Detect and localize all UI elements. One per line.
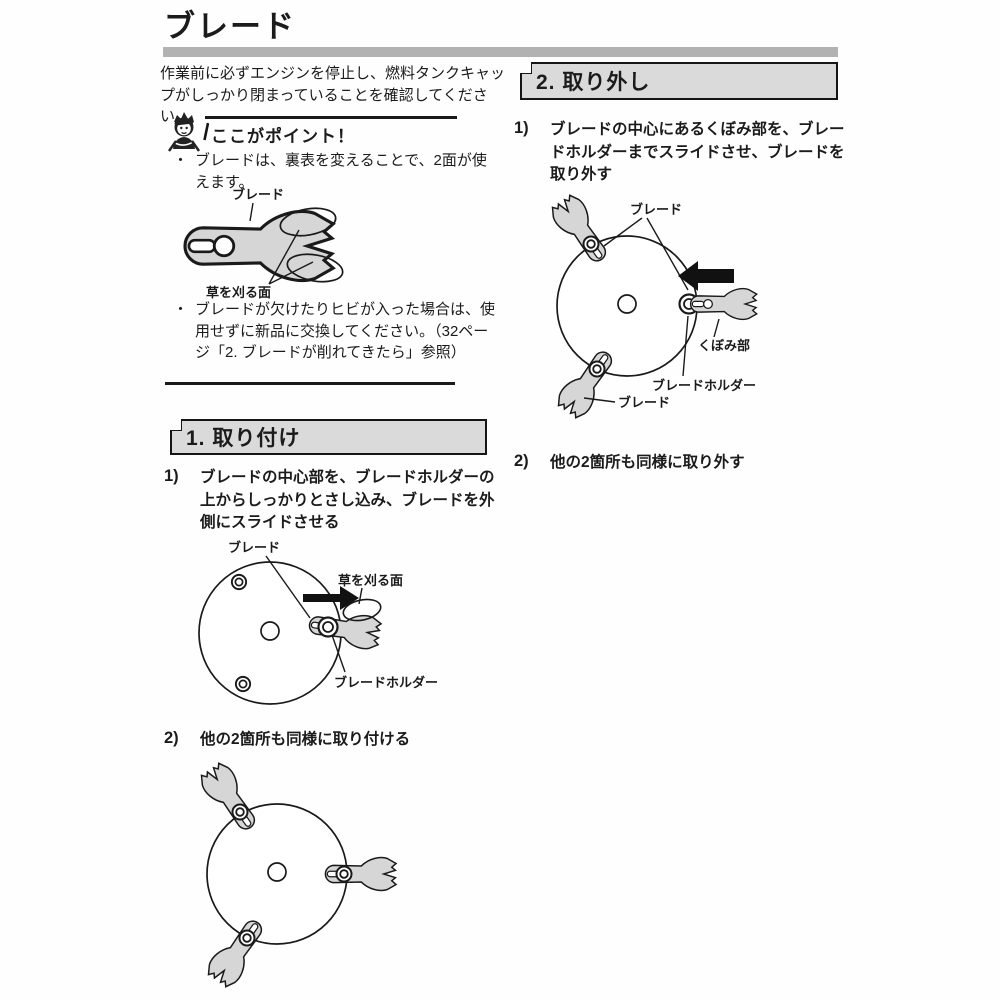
cutting-edge-circle <box>286 253 344 283</box>
bolt-hole <box>582 235 600 253</box>
point-heading: ここがポイント！ <box>211 127 355 146</box>
title-underline-bar <box>163 47 838 57</box>
bolt-hole <box>234 675 252 693</box>
bolt-hole <box>238 929 256 947</box>
leader-line <box>603 217 643 247</box>
point-box-bottom-rule <box>165 382 455 385</box>
section-2-heading: 2. 取り外し <box>522 64 836 98</box>
step-row: 2) 他の2箇所も同様に取り付ける <box>164 729 504 752</box>
bullet-glyph: ・ <box>173 152 189 169</box>
bolt-hole <box>231 803 249 821</box>
leader-line <box>249 202 254 222</box>
step-text: 他の2箇所も同様に取り外す <box>550 454 745 471</box>
assembly-diagram <box>195 759 397 991</box>
blade-part <box>183 209 335 283</box>
bolt-hole <box>588 360 606 378</box>
bullet-text: ブレードは、裏表を変えることで、2面が使えます。 <box>195 152 487 191</box>
section-1-header: 1. 取り付け <box>170 419 487 455</box>
step-number: 2) <box>164 729 179 747</box>
point-box-top-rule <box>205 116 457 119</box>
holder-label: ブレードホルダー <box>652 378 756 393</box>
step-row: 1) ブレードの中心部を、ブレードホルダーの上からしっかりとさし込み、ブレードを… <box>164 467 504 535</box>
leader-line <box>331 634 346 673</box>
section-2-header: 2. 取り外し <box>520 62 838 100</box>
leader-line <box>268 261 314 285</box>
cutting-surface-label: 草を刈る面 <box>206 285 271 300</box>
step-number: 1) <box>514 119 529 137</box>
holder-label: ブレードホルダー <box>334 675 438 690</box>
blade-label: ブレード <box>232 187 284 202</box>
step-text: ブレードの中心にあるくぼみ部を、ブレードホルダーまでスライドさせ、ブレードを取り… <box>550 121 845 183</box>
center-hole <box>260 621 280 641</box>
page-title: ブレード <box>164 9 296 44</box>
blade-label: ブレード <box>618 395 670 410</box>
bolt-hole <box>335 865 353 883</box>
bullet-text: ブレードが欠けたりヒビが入った場合は、使用せずに新品に交換してください。（32ペ… <box>195 301 496 361</box>
step-text: 他の2箇所も同様に取り付ける <box>200 731 411 748</box>
leader-line <box>268 229 300 285</box>
blade-label: ブレード <box>630 202 682 217</box>
blade-part <box>689 287 758 321</box>
removal-diagram: ブレード くぼみ部 ブレードホルダー ブレード <box>546 191 758 422</box>
arrow-left-icon <box>678 261 734 291</box>
blade-label: ブレード <box>228 540 280 555</box>
section-1-heading: 1. 取り付け <box>172 421 485 453</box>
bullet-glyph: ・ <box>173 301 189 318</box>
leader-line <box>583 397 616 403</box>
leader-line <box>358 587 363 605</box>
blade-faces-diagram: ブレード 草を刈る面 <box>183 187 344 300</box>
center-hole <box>267 862 287 882</box>
step-number: 2) <box>514 452 529 470</box>
arrow-right-icon <box>303 586 359 610</box>
step-row: 2) 他の2箇所も同様に取り外す <box>514 452 859 475</box>
step-number: 1) <box>164 467 179 485</box>
leader-line <box>265 555 311 619</box>
leader-line <box>713 318 720 338</box>
cutting-surface-label: 草を刈る面 <box>338 573 403 588</box>
step-row: 1) ブレードの中心にあるくぼみ部を、ブレードホルダーまでスライドさせ、ブレード… <box>514 119 859 187</box>
bolt-hole <box>230 573 248 591</box>
point-bullet-1: ・ ブレードは、裏表を変えることで、2面が使えます。 <box>173 150 499 193</box>
point-bullet-2: ・ ブレードが欠けたりヒビが入った場合は、使用せずに新品に交換してください。（3… <box>173 299 499 364</box>
recess-label: くぼみ部 <box>698 338 750 353</box>
cutting-edge-circle <box>279 207 337 237</box>
install-diagram: ブレード 草を刈る面 ブレードホルダー <box>198 540 438 705</box>
intro-text: 作業前に必ずエンジンを停止し、燃料タンクキャップがしっかり閉まっていることを確認… <box>160 65 506 125</box>
mascot-icon <box>168 112 209 152</box>
holder-ring <box>317 616 339 638</box>
center-hole <box>617 294 637 314</box>
leader-line <box>682 315 689 377</box>
step-text: ブレードの中心部を、ブレードホルダーの上からしっかりとさし込み、ブレードを外側に… <box>200 469 495 531</box>
